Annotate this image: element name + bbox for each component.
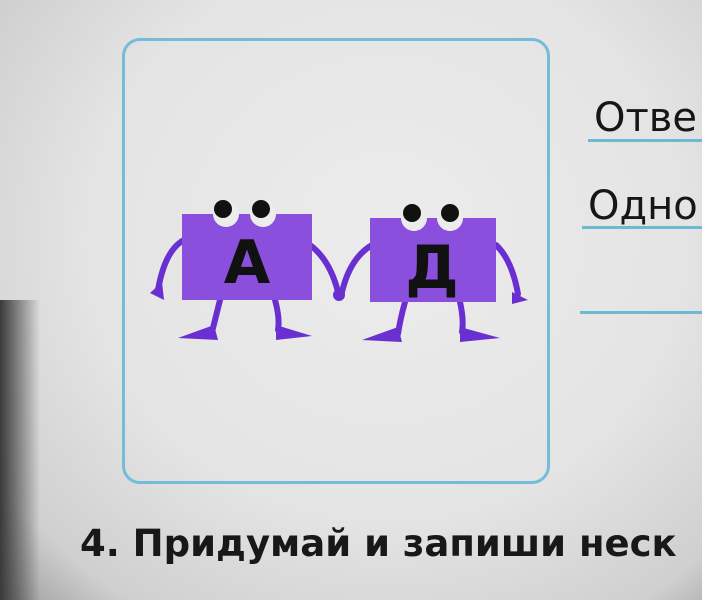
letter-a: А [224, 228, 271, 298]
foot [276, 325, 312, 340]
eye [403, 204, 421, 222]
eye [441, 204, 459, 222]
character-d-body [370, 218, 496, 302]
answer-line-3[interactable] [580, 311, 702, 314]
character-a [155, 237, 341, 335]
letter-d: Д [405, 233, 458, 303]
foot [178, 325, 218, 340]
character-a-body [182, 214, 312, 300]
answer-label-1: Отве [594, 95, 697, 141]
arm-right [307, 242, 341, 295]
arm-left [155, 237, 187, 293]
task-heading: 4. Придумай и запиши неск [80, 522, 677, 565]
answer-line-2[interactable] [582, 226, 702, 229]
eye [214, 200, 232, 218]
eye [252, 200, 270, 218]
screen-edge-shadow [0, 300, 40, 600]
answer-line-1[interactable] [588, 139, 702, 142]
illustration-frame [122, 38, 550, 484]
answer-label-2: Одно [588, 183, 698, 229]
